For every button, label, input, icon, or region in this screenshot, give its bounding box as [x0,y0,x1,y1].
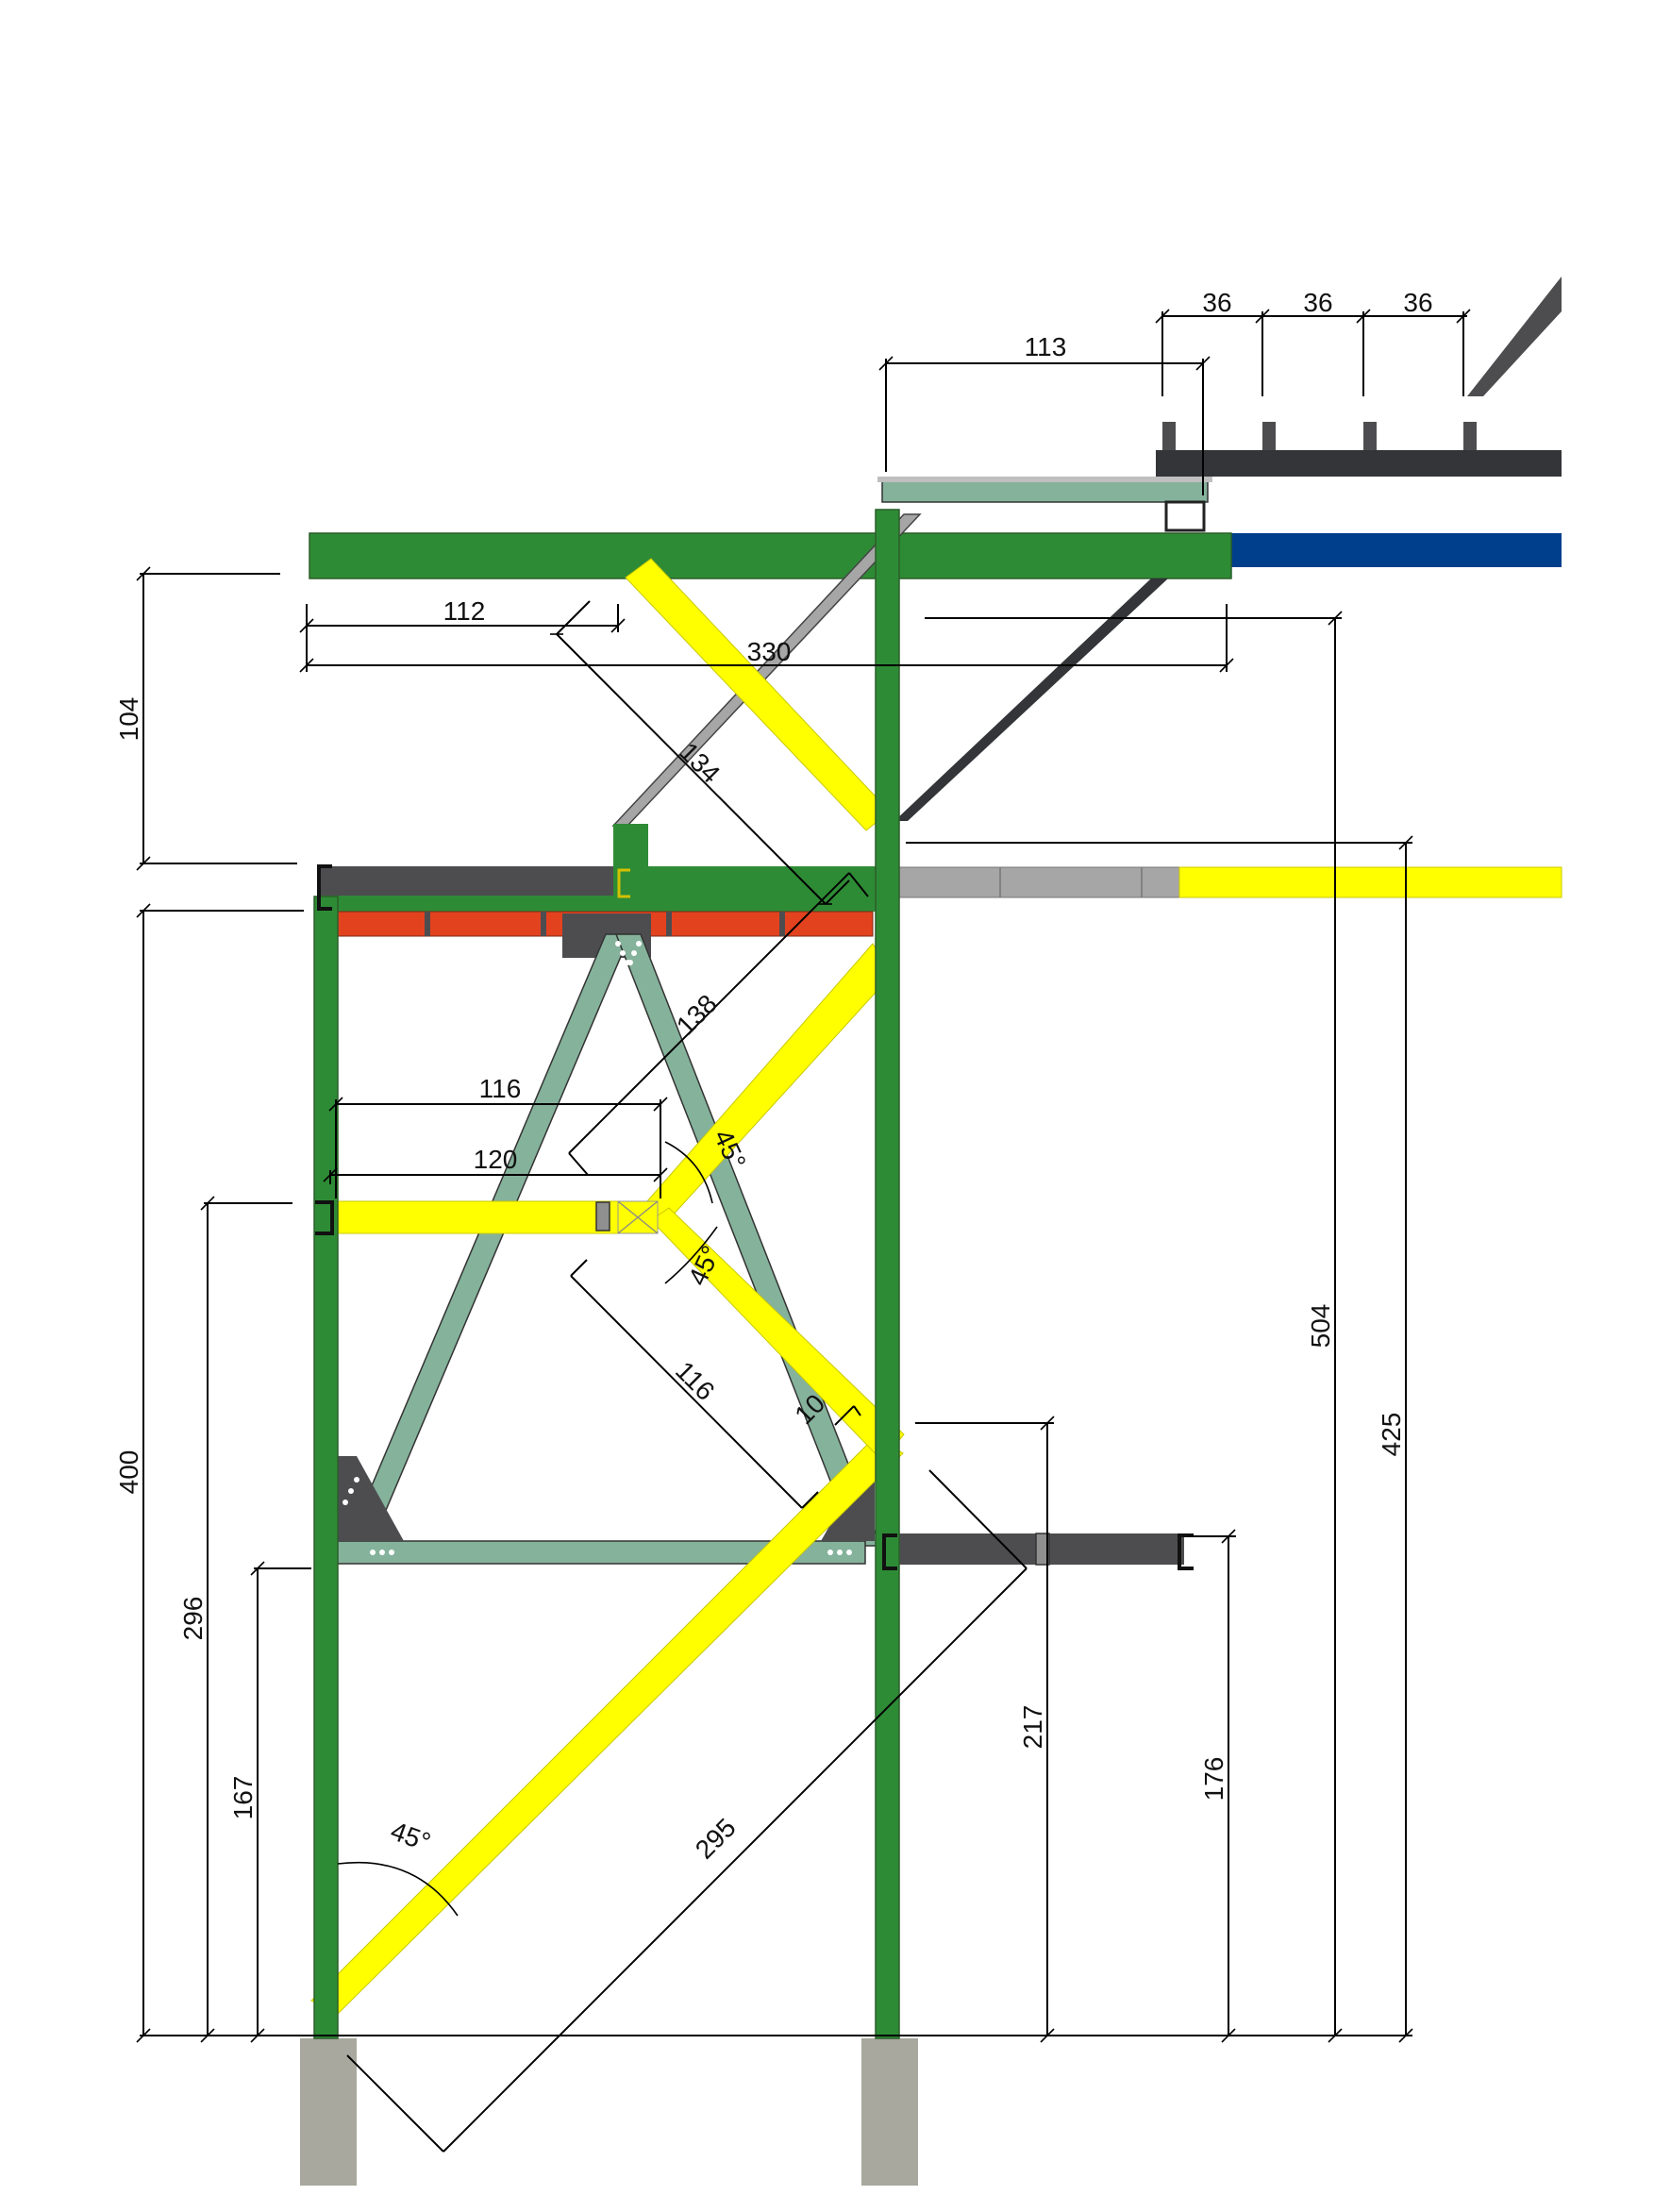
angle-arc-top [664,1141,713,1204]
dim-label-134: 134 [674,737,726,789]
top-right-rafter [1467,276,1562,396]
dim-label-425: 425 [1377,1413,1406,1457]
mid-right-yellow-beam [1178,866,1562,898]
dim-36-chain [1155,309,1471,396]
top-right-purlin-2 [1262,422,1276,450]
brace-node-cross-2 [617,1200,659,1234]
dim-label-104: 104 [114,697,143,742]
mid-green-strip [321,896,877,912]
dim-label-167: 167 [228,1776,258,1820]
mid-right-grey-beam [891,866,1180,898]
red-beam-stiffener-1 [425,912,430,936]
dim-label-296: 296 [178,1597,208,1641]
bolt-group-left-gusset [342,1477,359,1505]
bolt-group-bottom-right [827,1550,852,1555]
top-right-purlin-4 [1463,422,1477,450]
dim-label-116-top: 116 [479,1074,522,1103]
bolt-group-bottom-left [370,1550,394,1555]
red-beam-stiffener-3 [666,912,672,936]
right-column [875,509,900,2039]
blue-beam [1231,533,1562,567]
dim-104 [136,566,297,871]
dim-label-112: 112 [443,596,486,626]
bottom-left-gusset [338,1456,404,1541]
dim-label-295: 295 [690,1813,742,1865]
dim-167 [250,1561,311,2043]
dim-120 [323,1167,668,1184]
dim-label-113: 113 [1025,332,1067,361]
dim-400 [136,903,311,2043]
dim-138 [568,872,869,1176]
dim-296 [200,1196,292,2043]
top-green-beam [309,532,1232,579]
channel-end-lower-beam [1178,1533,1194,1570]
dim-113 [878,356,1211,495]
channel-end-left-top [317,864,332,911]
sage-strut-left [344,933,632,1547]
red-beam-stiffener-4 [779,912,785,936]
dim-134 [550,600,850,905]
dim-label-36-c: 36 [1403,288,1432,317]
lower-right-beam-splice [1035,1533,1050,1566]
dim-425 [906,835,1413,2043]
dim-label-120: 120 [474,1145,518,1174]
yellow-lower-right-brace [650,1207,905,1462]
channel-end-right-low [882,1533,897,1570]
dim-label-116-diagonal: 116 [670,1356,720,1406]
dim-504 [925,611,1343,2043]
right-footing [861,2038,918,2186]
dim-label-504: 504 [1306,1304,1335,1349]
grey-brace-stub [613,824,648,866]
dim-217 [915,1416,1055,2043]
cantilever-cap-plate [877,477,1212,482]
dim-label-217: 217 [1018,1705,1047,1750]
dim-label-36-a: 36 [1202,288,1231,317]
upper-dark-brace [894,578,1168,821]
top-right-purlin-3 [1363,422,1377,450]
bolt-group-apex [615,941,642,965]
dim-330 [299,604,1234,673]
brace-end-plate [595,1201,610,1232]
top-right-dark-beam [1156,450,1562,477]
dim-116-diagonal [570,1259,819,1509]
i-section-cap-right [1164,500,1206,532]
dim-label-176: 176 [1199,1757,1228,1801]
angle-label-bottom: 45° [387,1816,434,1857]
channel-end-mid-beam [617,868,630,898]
top-right-purlin-1 [1162,422,1176,450]
dim-label-36-b: 36 [1303,288,1332,317]
long-yellow-diagonal-brace [310,1435,904,2016]
red-beam-stiffener-2 [541,912,546,936]
dim-295 [346,1469,1027,2153]
upper-yellow-brace [625,558,891,831]
channel-end-left-mid [315,1200,334,1235]
dim-10 [834,1405,861,1426]
angle-arc-mid [664,1226,718,1284]
left-footing [300,2038,357,2186]
mid-green-beam-segment [613,866,882,897]
dim-label-330: 330 [747,637,792,666]
dim-label-400: 400 [114,1450,143,1495]
left-column [313,896,339,2039]
angle-arc-bottom [337,1861,459,1917]
dim-116-top [328,1097,668,1198]
